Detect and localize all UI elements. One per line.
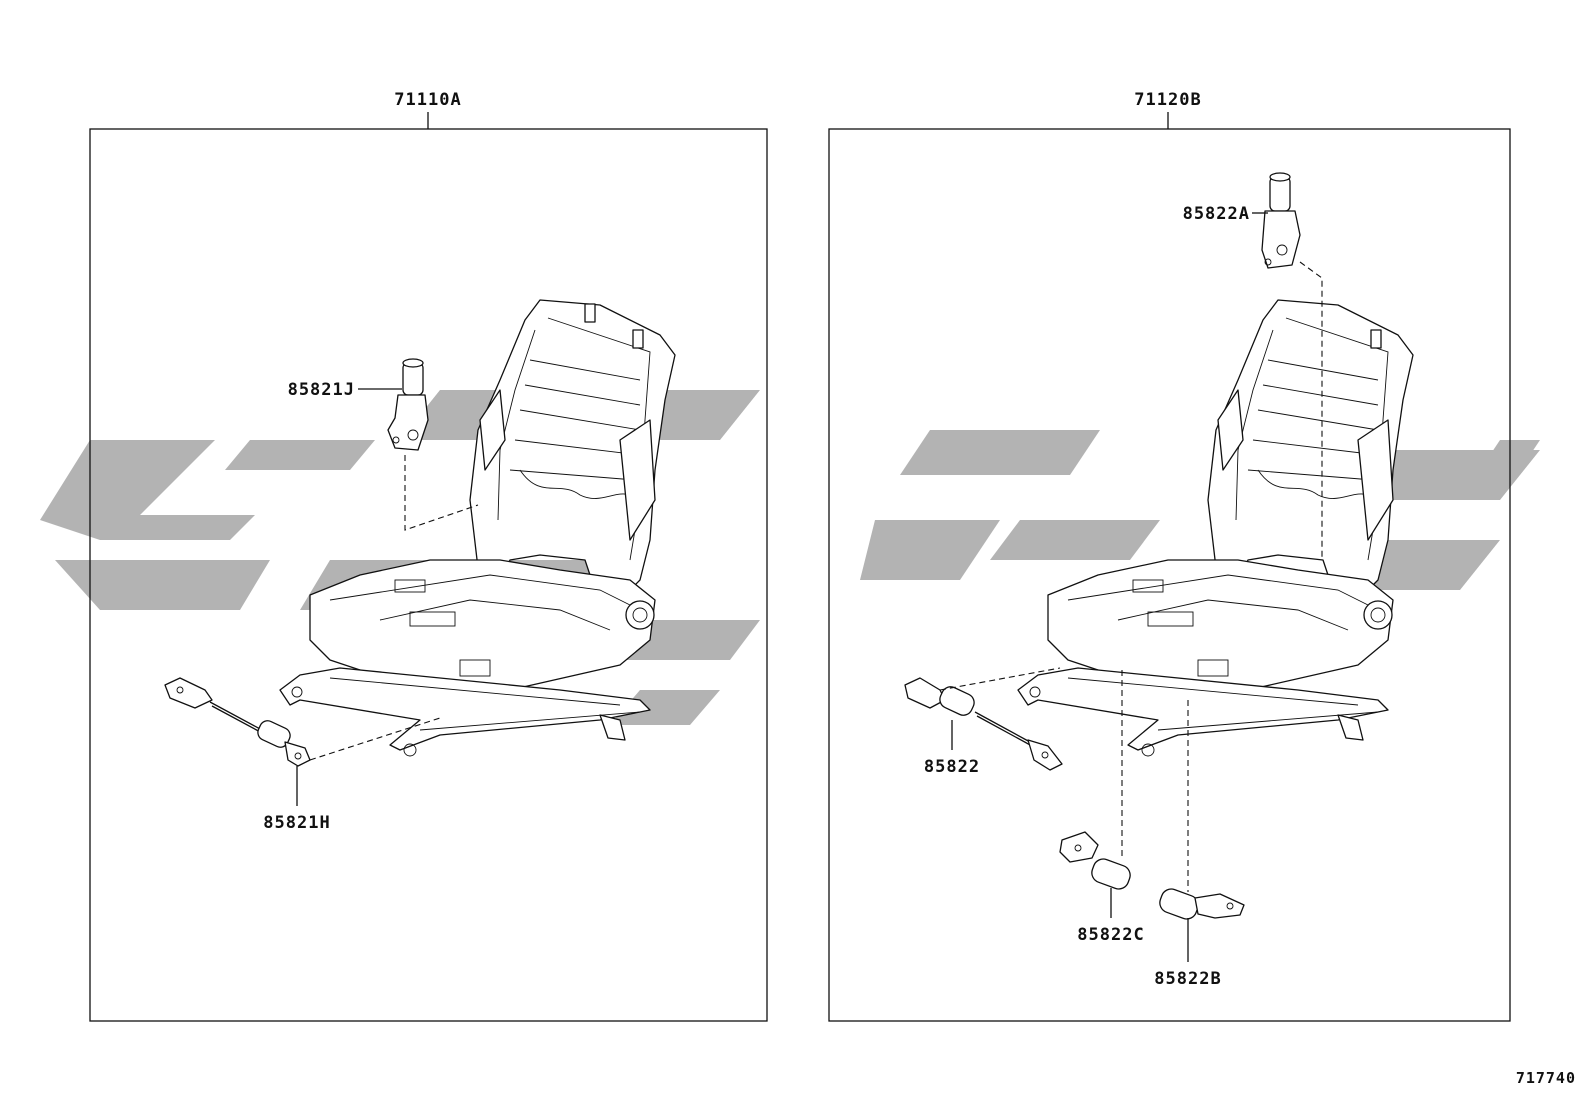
part-label-85822A[interactable]: 85822A <box>1183 204 1250 224</box>
part-label-85822C[interactable]: 85822C <box>1077 925 1144 945</box>
dashed-link-85821H <box>309 717 441 761</box>
dashed-link-85822 <box>939 667 1061 691</box>
part-85822B-drawing <box>1159 888 1245 920</box>
part-85822A-drawing <box>1261 172 1301 269</box>
assembly-panel-right: 71120B <box>828 90 1511 1022</box>
part-label-85821H[interactable]: 85821H <box>263 813 330 833</box>
part-85822-drawing <box>904 677 1063 771</box>
seat-frame-left <box>279 299 676 757</box>
diagram-reference-code: 717740 <box>1515 1069 1576 1087</box>
part-85822C-drawing <box>1059 831 1131 890</box>
assembly-label-71110A[interactable]: 71110A <box>394 90 461 110</box>
assembly-frame-right <box>828 128 1511 1022</box>
part-label-85821J[interactable]: 85821J <box>288 380 355 400</box>
part-85821J-drawing <box>387 358 429 451</box>
part-85821H-drawing <box>164 677 311 767</box>
part-label-85822B[interactable]: 85822B <box>1154 969 1221 989</box>
seat-frame-right <box>1017 299 1414 757</box>
dashed-link-85822A <box>1299 261 1323 560</box>
dashed-link-85821J <box>404 455 479 531</box>
assembly-label-71120B[interactable]: 71120B <box>1134 90 1201 110</box>
part-label-85822[interactable]: 85822 <box>924 757 980 777</box>
assembly-panel-left: 71110A <box>89 90 768 1022</box>
